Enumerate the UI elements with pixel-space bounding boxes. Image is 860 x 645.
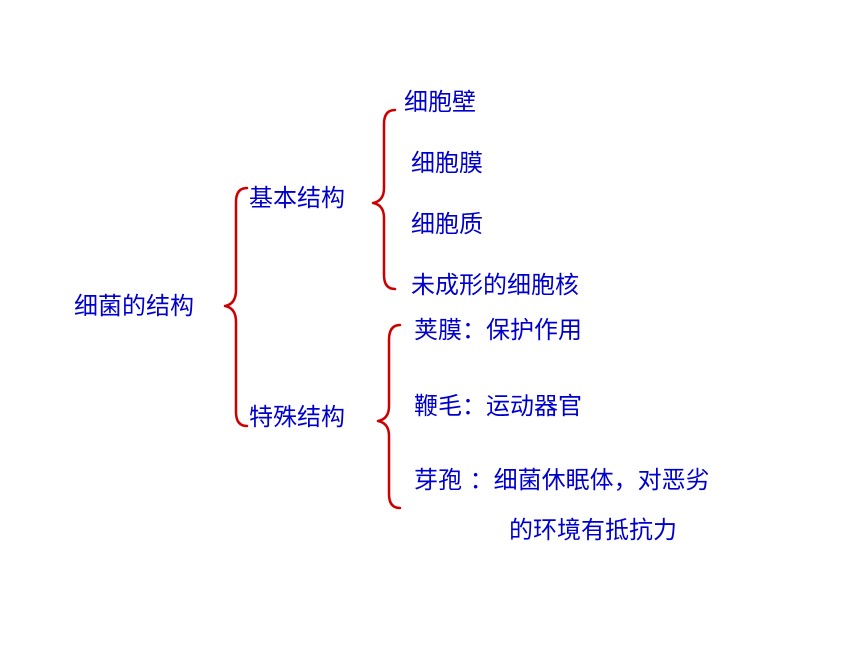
special-structure-label: 特殊结构 (249, 403, 345, 431)
basic-item-cytoplasm: 细胞质 (411, 210, 483, 238)
basic-structure-label: 基本结构 (249, 184, 345, 212)
special-item-endospore-continued: 的环境有抵抗力 (509, 516, 677, 544)
special-item-endospore: 芽孢 ：细菌休眠体，对恶劣 (414, 466, 710, 494)
special-item-capsule: 荚膜：保护作用 (414, 316, 582, 344)
basic-item-cell-wall: 细胞壁 (404, 88, 476, 116)
basic-item-nucleoid: 未成形的细胞核 (411, 271, 579, 299)
root-label: 细菌的结构 (74, 292, 194, 320)
special-brace (376, 323, 402, 510)
basic-brace (371, 108, 397, 291)
root-brace (223, 186, 249, 428)
special-item-flagellum: 鞭毛：运动器官 (414, 392, 582, 420)
basic-item-cell-membrane: 细胞膜 (411, 149, 483, 177)
